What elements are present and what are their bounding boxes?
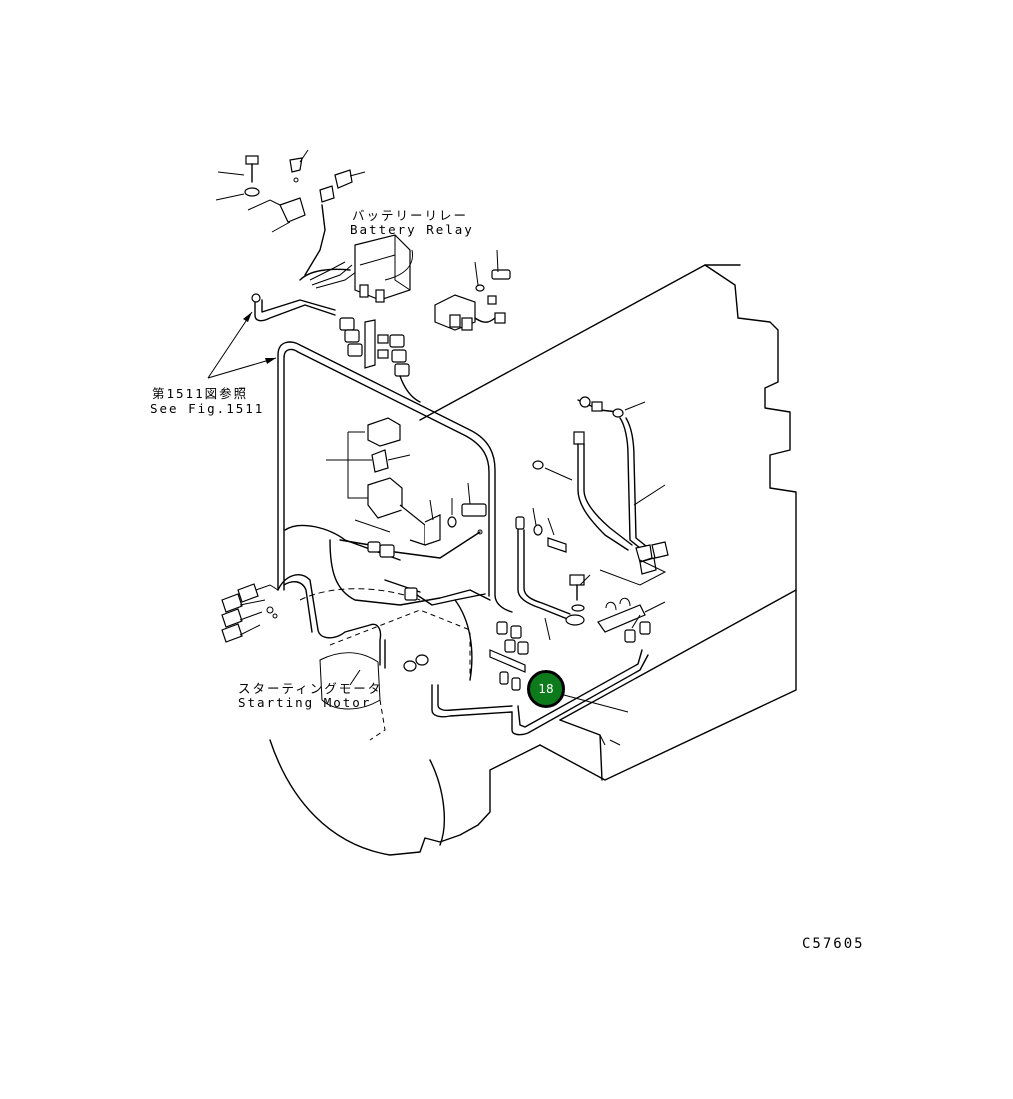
relay-connectors bbox=[339, 317, 421, 403]
left-connectors bbox=[221, 583, 279, 643]
battery-cable-bundle bbox=[489, 621, 649, 736]
starting-motor-label-en: Starting Motor bbox=[238, 695, 372, 710]
see-fig-label-jp: 第1511図参照 bbox=[152, 386, 249, 401]
starter-terminals bbox=[403, 587, 513, 718]
callout-number: 18 bbox=[538, 682, 554, 696]
starting-motor-leader bbox=[349, 669, 361, 686]
see-fig-arrows bbox=[207, 311, 277, 379]
main-harness bbox=[277, 341, 513, 669]
terminal-bracket bbox=[597, 597, 666, 643]
engine-block bbox=[419, 264, 797, 781]
relay-mounting-parts bbox=[215, 149, 366, 233]
starting-motor-label-jp: スターティングモータ bbox=[238, 681, 383, 696]
small-relay-assembly bbox=[434, 249, 511, 331]
battery-relay bbox=[354, 234, 414, 303]
see-fig-label-en: See Fig.1511 bbox=[150, 401, 265, 416]
callout-badge[interactable]: 18 bbox=[527, 670, 565, 708]
ground-cable bbox=[515, 507, 591, 641]
center-relay-group bbox=[326, 417, 487, 546]
flywheel-housing bbox=[269, 588, 541, 856]
drawing-code: C57605 bbox=[802, 936, 865, 952]
right-harness bbox=[532, 396, 669, 586]
battery-relay-label-en: Battery Relay bbox=[350, 222, 474, 237]
battery-relay-label-jp: バッテリーリレー bbox=[352, 208, 469, 223]
relay-harness bbox=[251, 204, 357, 322]
